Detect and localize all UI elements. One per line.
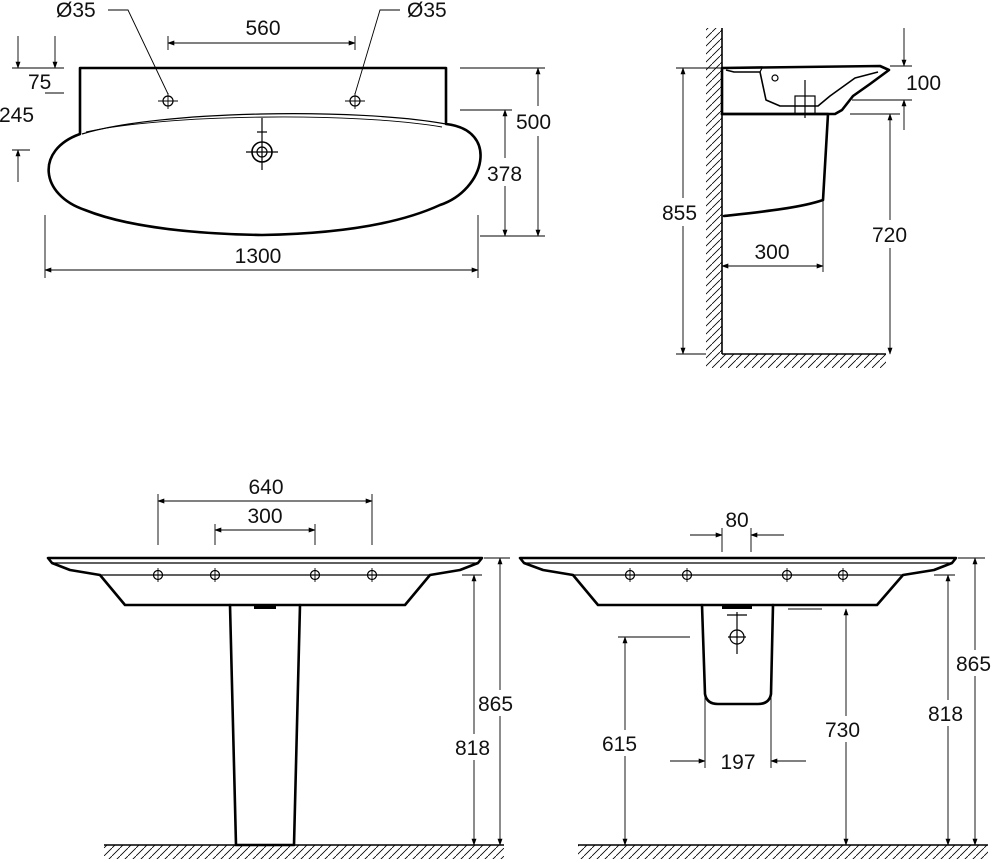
pedestal-total-height-label: 865 [478,693,513,716]
tap-marker-4-icon [364,568,380,582]
basin-outline-top [47,66,482,237]
outer-spacing-label: 640 [248,476,283,499]
hole-right-label: Ø35 [407,0,447,22]
tap-marker-6-icon [679,568,695,582]
tap-hole-right-icon [345,93,365,109]
pedestal-column [228,603,302,847]
side-rim-to-floor-label: 720 [872,224,907,247]
front-view-halfpedestal: 80 615 197 730 818 865 [518,509,1000,859]
tap-marker-8-icon [835,568,851,582]
side-overall-height-label: 855 [662,202,697,225]
bowl-depth-label: 378 [487,163,522,186]
floor-hatch-front-left [104,845,504,859]
waste-width-label: 80 [725,509,748,532]
overall-width-label: 1300 [235,245,282,268]
shroud-side [720,112,830,218]
hole-left-label: Ø35 [56,0,96,22]
waste-icon [722,604,752,654]
depth-245-label: 245 [0,104,34,127]
semi-pedestal [700,603,775,706]
half-total-height-label: 865 [956,653,991,676]
total-depth-label: 500 [516,111,551,134]
front-view-pedestal: 640 300 865 818 [46,476,523,859]
bowl-rim-curve-inner [85,116,443,133]
wall-hatch [706,28,722,354]
floor-hatch [706,354,886,368]
drain-icon [246,118,278,170]
basin-front-right [518,556,958,607]
tap-marker-1-icon [150,568,166,582]
tap-marker-5-icon [622,568,638,582]
basin-front-left [46,556,484,607]
tap-hole-left-icon [158,93,178,109]
bottom-height-label: 730 [825,719,860,742]
depth-75-label: 75 [28,71,51,94]
half-rim-height-label: 818 [928,703,963,726]
leader-hole-left [108,9,169,95]
leader-hole-right [354,9,400,95]
pedestal-rim-height-label: 818 [455,737,490,760]
tap-marker-2-icon [207,568,223,582]
siphon-width-label: 197 [720,751,755,774]
inner-spacing-label: 300 [247,505,282,528]
top-view: Ø35 Ø35 560 75 245 500 378 1300 [0,0,562,278]
tap-marker-7-icon [779,568,795,582]
hole-spacing-label: 560 [245,17,280,40]
side-view: 100 855 720 300 [660,28,941,368]
side-rim-height-label: 100 [906,72,941,95]
side-projection-label: 300 [754,241,789,264]
waste-height-label: 615 [602,733,637,756]
floor-hatch-front-right [578,845,988,859]
tap-marker-3-icon [307,568,323,582]
bowl-cavity [725,69,879,107]
